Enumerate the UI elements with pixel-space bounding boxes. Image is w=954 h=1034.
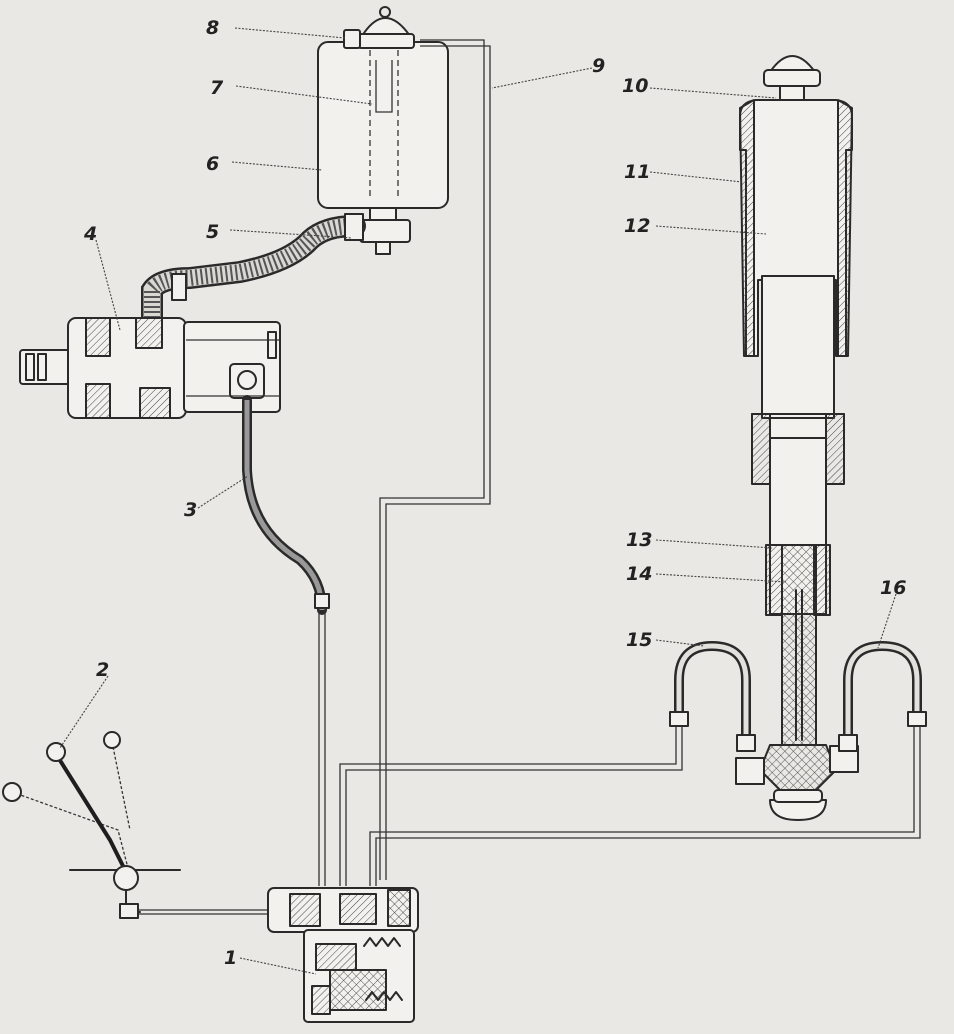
callout-16: 16 <box>880 577 906 599</box>
control-valve <box>267 887 419 1023</box>
pressure-hose <box>242 395 330 615</box>
callout-labels: 1 2 3 4 5 6 7 8 9 10 11 12 13 14 15 16 <box>83 17 906 969</box>
pipework <box>318 39 921 886</box>
callout-4: 4 <box>83 223 97 245</box>
callout-15: 15 <box>626 629 652 651</box>
hydraulic-pump <box>19 317 281 419</box>
callout-3: 3 <box>184 499 197 521</box>
callout-1: 1 <box>224 947 237 969</box>
callout-11: 11 <box>624 161 650 183</box>
suction-hose <box>141 213 366 329</box>
callout-9: 9 <box>592 55 605 77</box>
callout-12: 12 <box>624 215 650 237</box>
hydraulic-cylinder <box>735 55 859 821</box>
callout-2: 2 <box>96 659 109 681</box>
callout-8: 8 <box>206 17 219 39</box>
leader-lines <box>59 27 897 975</box>
control-lever <box>2 731 290 919</box>
callout-6: 6 <box>206 153 219 175</box>
callout-5: 5 <box>206 221 219 243</box>
callout-7: 7 <box>210 77 224 99</box>
flexible-hoses <box>669 640 927 752</box>
oil-tank <box>317 6 449 255</box>
callout-10: 10 <box>622 75 648 97</box>
callout-14: 14 <box>626 563 652 585</box>
callout-13: 13 <box>626 529 652 551</box>
